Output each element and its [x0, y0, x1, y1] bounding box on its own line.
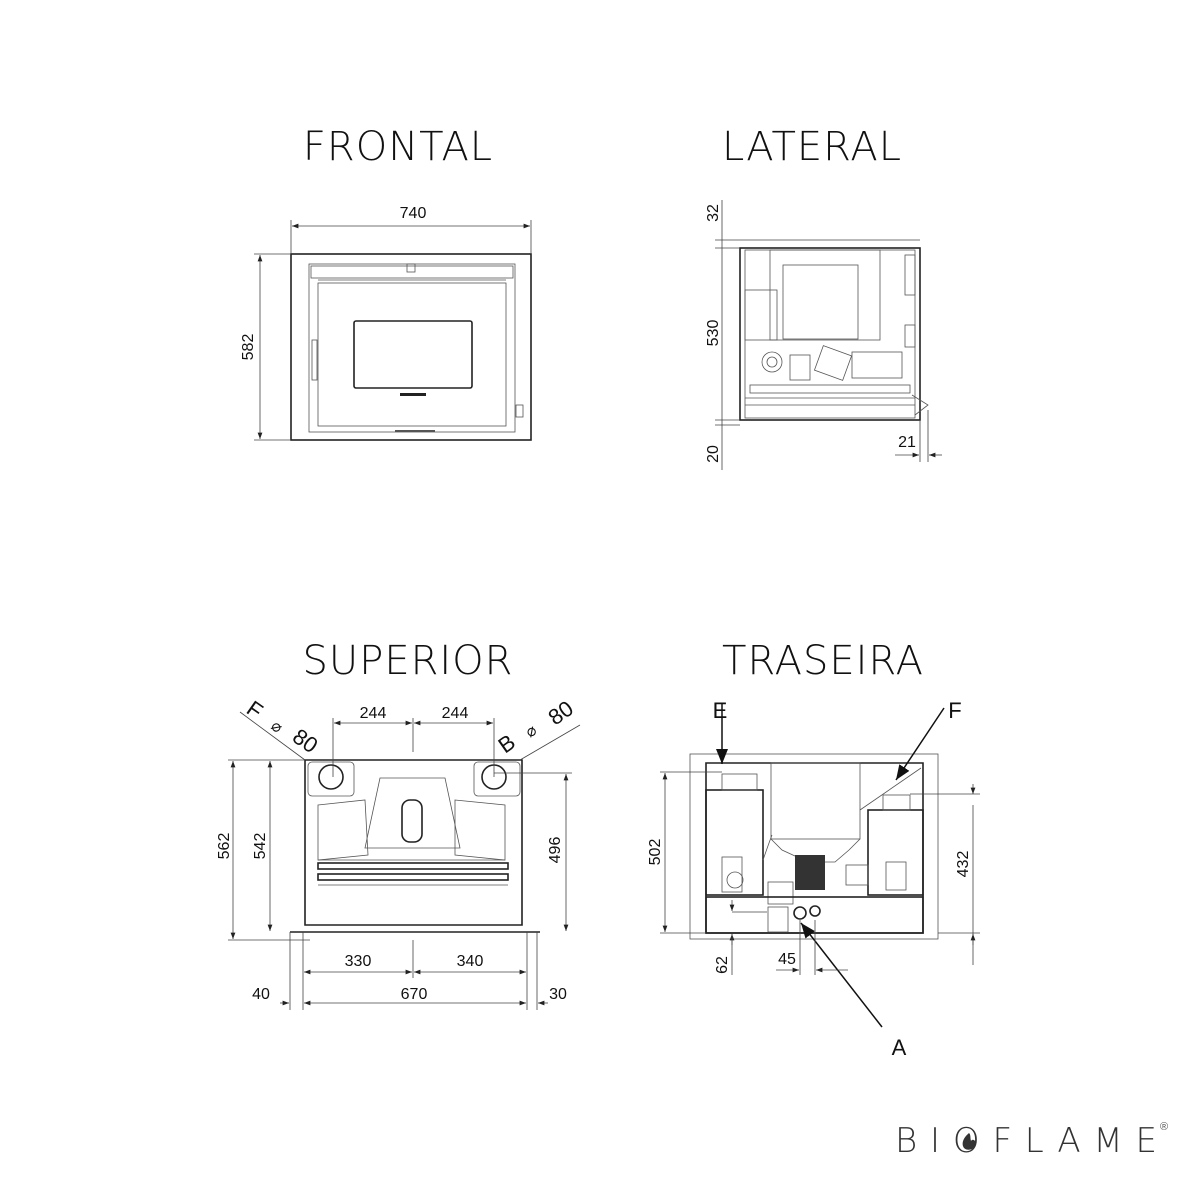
- superior-top-left-dim: 244: [360, 705, 387, 722]
- superior-view: F ⌀ 80 B ⌀ 80 244 244 562 542 496 330 34…: [216, 696, 581, 1010]
- traseira-offset-side-dim: 45: [778, 951, 796, 968]
- flue-left-diameter: 80: [288, 724, 322, 759]
- bioflame-logo: BIOFLAME ®: [895, 1121, 1168, 1161]
- superior-depth-total-dim: 562: [216, 833, 233, 860]
- superior-bottom-left-dim: 330: [345, 953, 372, 970]
- marker-e: E: [713, 698, 728, 723]
- lateral-offset-dim: 21: [898, 434, 916, 451]
- flue-left-label: F: [242, 696, 267, 724]
- superior-depth-outlet-dim: 496: [547, 837, 564, 864]
- lateral-view: 32 530 20 21: [705, 200, 942, 470]
- marker-f: F: [948, 698, 961, 723]
- flame-icon: [962, 1133, 976, 1150]
- traseira-view: E F A 502 432 62 45: [647, 698, 980, 1060]
- traseira-height-left-dim: 502: [647, 839, 664, 866]
- lateral-height-dim: 530: [705, 320, 722, 347]
- marker-a: A: [892, 1035, 907, 1060]
- frontal-title: FRONTAL: [303, 124, 493, 170]
- frontal-width-dim: 740: [400, 205, 427, 222]
- traseira-title: TRASEIRA: [722, 638, 924, 684]
- frontal-view: 740 582: [240, 205, 532, 441]
- lateral-bottom-dim: 20: [705, 445, 722, 463]
- brand-name: BIOFLAME: [895, 1121, 1157, 1161]
- flue-right-diameter-symbol: ⌀: [523, 722, 541, 742]
- superior-depth-body-dim: 542: [252, 833, 269, 860]
- lateral-title: LATERAL: [722, 124, 902, 170]
- superior-margin-left-dim: 40: [252, 986, 270, 1003]
- superior-title: SUPERIOR: [303, 638, 514, 684]
- traseira-height-right-dim: 432: [955, 851, 972, 878]
- superior-margin-right-dim: 30: [549, 986, 567, 1003]
- traseira-offset-bottom-dim: 62: [714, 956, 731, 974]
- registered-mark: ®: [1160, 1121, 1168, 1133]
- superior-bottom-right-dim: 340: [457, 953, 484, 970]
- superior-top-right-dim: 244: [442, 705, 469, 722]
- flue-right-diameter: 80: [544, 696, 578, 731]
- lateral-top-dim: 32: [705, 204, 722, 222]
- flue-right-label: B: [494, 729, 520, 758]
- frontal-height-dim: 582: [240, 334, 257, 361]
- superior-width-dim: 670: [401, 986, 428, 1003]
